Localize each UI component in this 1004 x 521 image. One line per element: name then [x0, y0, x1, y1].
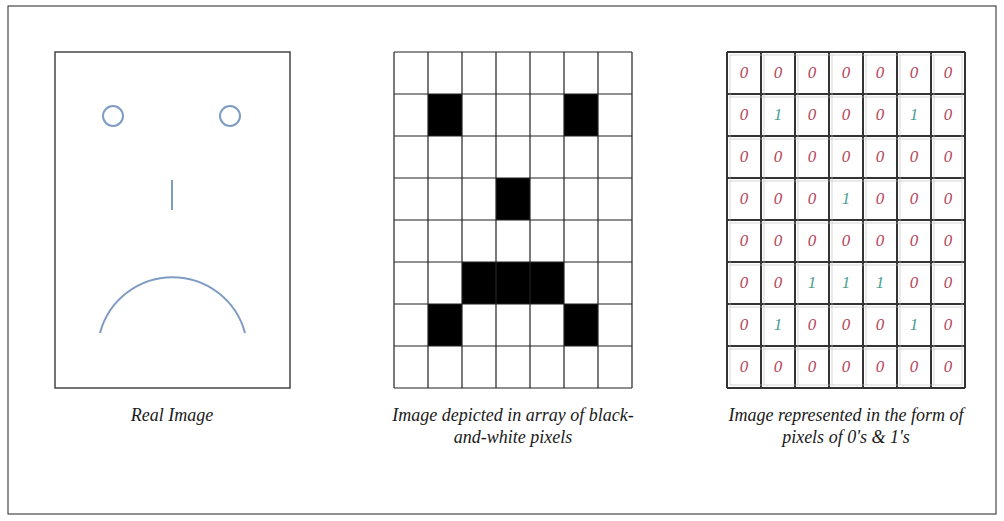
pixel-value: 0: [863, 94, 897, 136]
pixel-value: 0: [795, 94, 829, 136]
pixel-value: 0: [863, 346, 897, 388]
outer-frame: [8, 6, 996, 514]
nose: [171, 180, 173, 210]
pixel-value: 0: [795, 346, 829, 388]
pixel-value: 0: [863, 52, 897, 94]
value-grid-inner: [730, 55, 962, 385]
pixel-value: 0: [829, 52, 863, 94]
eye: [103, 106, 123, 126]
pixel-value: 0: [931, 94, 965, 136]
pixel-value: 0: [727, 262, 761, 304]
pixel-value: 0: [761, 52, 795, 94]
pixel-value: 0: [931, 304, 965, 346]
pixel-value: 1: [829, 262, 863, 304]
pixel-value: 0: [897, 262, 931, 304]
pixel-value: 1: [897, 304, 931, 346]
pixel-value: 0: [727, 136, 761, 178]
pixel-value: 1: [829, 178, 863, 220]
pixel-value: 0: [897, 220, 931, 262]
pixel-value: 0: [897, 136, 931, 178]
image-frame: [55, 52, 290, 388]
pixel-value: 0: [795, 304, 829, 346]
pixel-value: 0: [897, 178, 931, 220]
pixel-value: 0: [761, 178, 795, 220]
pixel-value: 0: [931, 262, 965, 304]
pixel-value: 1: [761, 304, 795, 346]
panel-caption: Image represented in the form of pixels …: [722, 404, 970, 448]
pixel-value: 0: [829, 136, 863, 178]
panel-caption: Image depicted in array of black-and-whi…: [390, 404, 636, 448]
pixel-value: 0: [829, 94, 863, 136]
pixel-value: 0: [863, 178, 897, 220]
panel-caption: Real Image: [52, 404, 292, 426]
pixel-value: 1: [863, 262, 897, 304]
pixel-value: 0: [795, 220, 829, 262]
pixel-value: 0: [795, 52, 829, 94]
pixel-value: 0: [897, 52, 931, 94]
pixel-value: 0: [863, 220, 897, 262]
pixel-value: 0: [931, 52, 965, 94]
pixel-value: 0: [931, 178, 965, 220]
pixel-value: 0: [761, 136, 795, 178]
pixel-value: 0: [931, 346, 965, 388]
pixel-value: 1: [795, 262, 829, 304]
pixel-value: 0: [727, 346, 761, 388]
pixel-value: 0: [897, 346, 931, 388]
pixel-value: 0: [727, 178, 761, 220]
pixel-value: 0: [829, 220, 863, 262]
pixel-value: 0: [829, 304, 863, 346]
pixel-value: 1: [897, 94, 931, 136]
value-grid: [727, 52, 965, 388]
pixel-value: 0: [761, 346, 795, 388]
pixel-value: 0: [829, 346, 863, 388]
pixel-value: 0: [795, 178, 829, 220]
pixel-value: 0: [727, 94, 761, 136]
eye: [220, 106, 240, 126]
pixel-value: 0: [761, 262, 795, 304]
pixel-value: 0: [761, 220, 795, 262]
pixel-value: 1: [761, 94, 795, 136]
pixel-value: 0: [931, 220, 965, 262]
mouth: [100, 277, 245, 333]
pixel-value: 0: [795, 136, 829, 178]
pixel-value: 0: [931, 136, 965, 178]
pixel-grid: [394, 52, 632, 388]
pixel-value: 0: [863, 136, 897, 178]
pixel-value: 0: [727, 220, 761, 262]
pixel-value: 0: [727, 304, 761, 346]
pixel-value: 0: [863, 304, 897, 346]
pixel-value: 0: [727, 52, 761, 94]
